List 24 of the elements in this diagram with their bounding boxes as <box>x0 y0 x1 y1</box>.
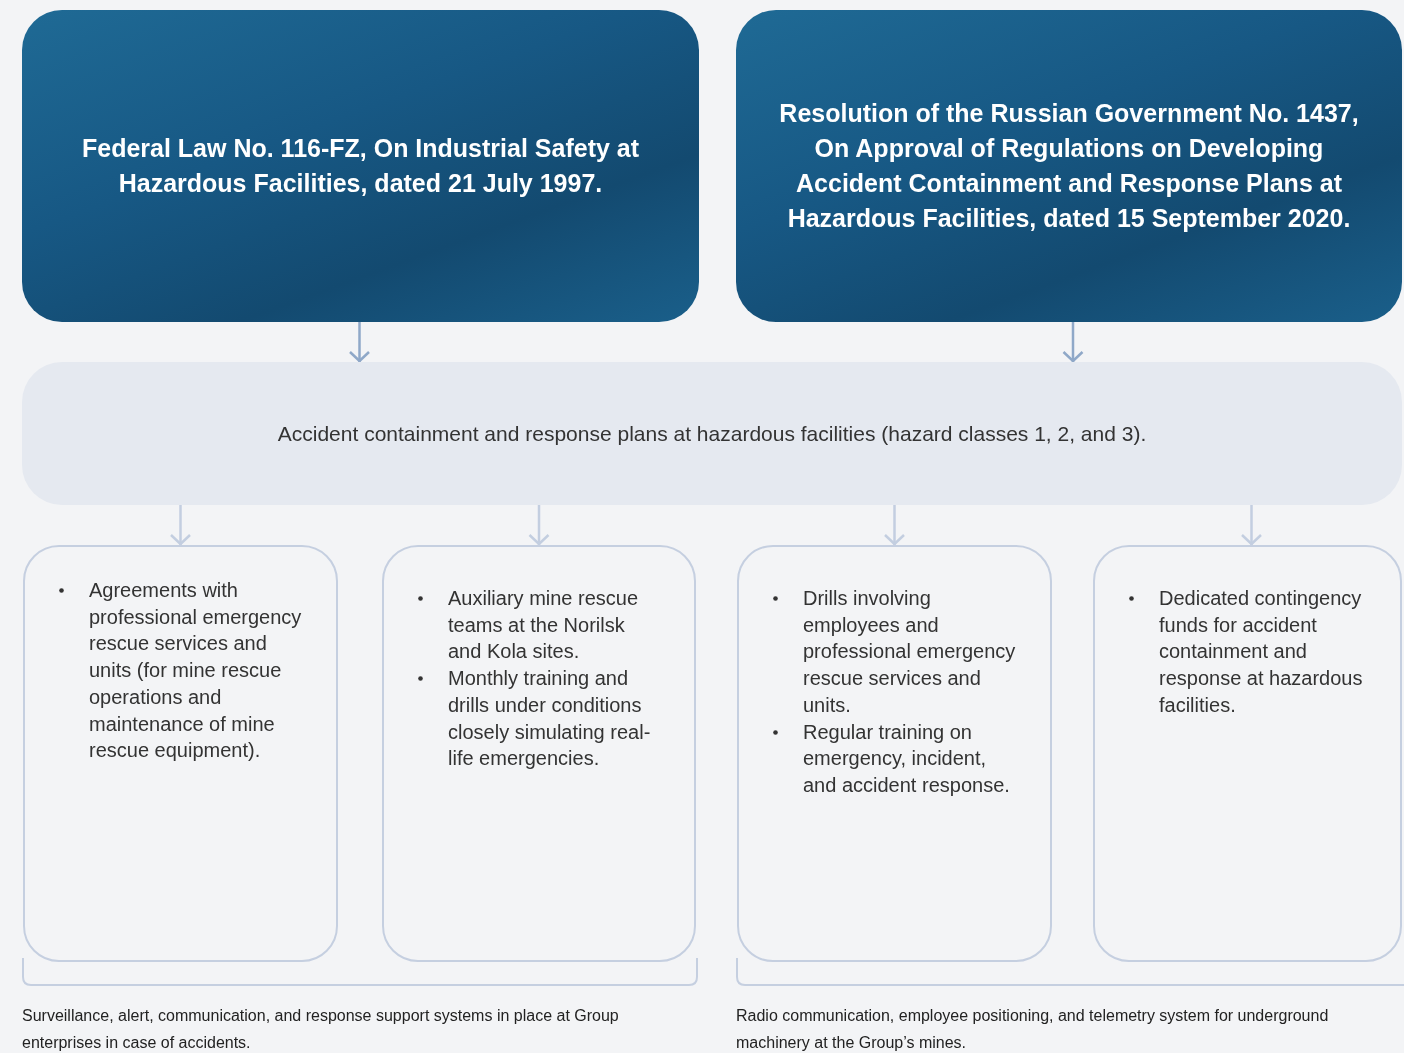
bullet-text: Auxiliary mine rescue teams at the Norilsk and Kola sites. <box>448 586 640 665</box>
caption-text: Radio communication, employee positioning, and telemetry system for underground machinery at the Group’s mines. <box>736 1006 1330 1053</box>
bullet-text: Agreements with professional emergency rescue services and units (for mine rescue operations and maintenance of mine rescue equipment). <box>89 578 302 764</box>
document-card <box>22 10 699 322</box>
card-heading: Federal Law No. 116-FZ, On Industrial Safety at Hazardous Facilities, dated 21 July 1997. <box>80 133 641 199</box>
arrow <box>348 322 371 363</box>
measure-card <box>382 545 696 962</box>
measure-card <box>23 545 338 962</box>
card-heading: Resolution of the Russian Government No. 1437, On Approval of Regulations on Developing Accident Containment and Response Plans at Hazardous Facilities, dated 15 September 2020. <box>778 98 1360 234</box>
measure-card <box>737 545 1052 962</box>
document-card <box>736 10 1402 322</box>
arrow <box>528 505 550 546</box>
measure-card <box>1093 545 1402 962</box>
arrow <box>169 505 192 546</box>
caption-text: Surveillance, alert, communication, and response support systems in place at Group enterprises in case of accidents. <box>22 1006 620 1053</box>
arrow <box>883 505 906 546</box>
panel-text: Accident containment and response plans at hazardous facilities (hazard classes 1, 2, and 3). <box>277 421 1147 446</box>
bullet-text: Monthly training and drills under conditions closely simulating real-life emergencies. <box>448 666 652 772</box>
arrow <box>1240 505 1263 546</box>
bullet-text: Dedicated contingency funds for accident containment and response at hazardous facilities. <box>1159 586 1364 718</box>
bullet-text: Regular training on emergency, incident, and accident response. <box>803 719 1011 798</box>
arrow <box>1062 322 1084 363</box>
bullet-text: Drills involving employees and professional emergency rescue services and units. <box>803 586 1016 718</box>
plan-panel <box>22 362 1402 505</box>
